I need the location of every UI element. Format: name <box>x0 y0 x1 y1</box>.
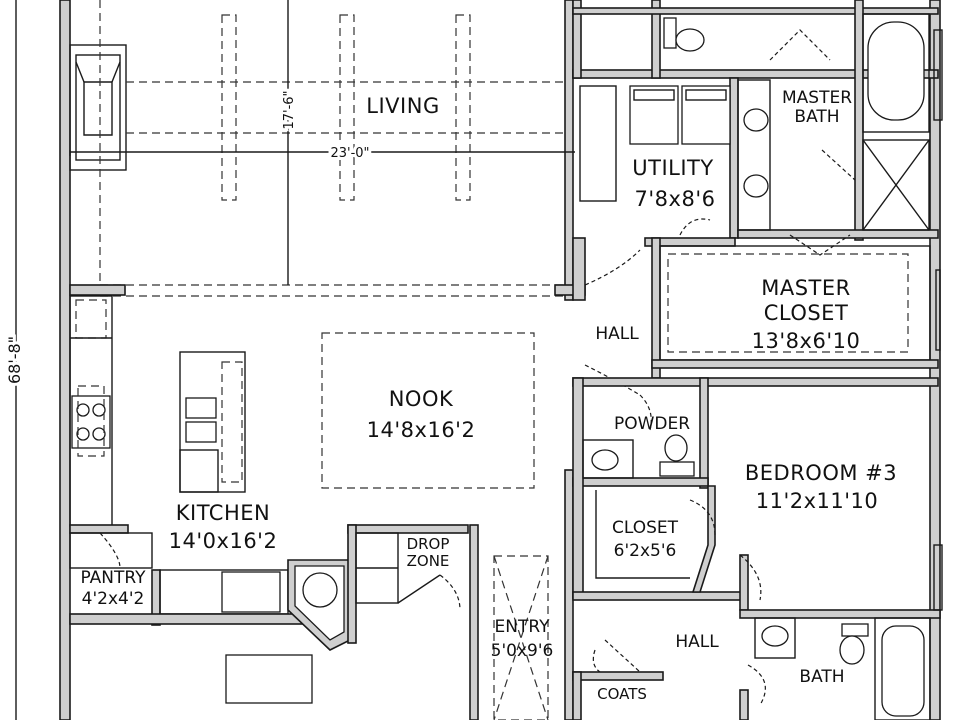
master-tub <box>862 13 930 133</box>
middle-right-walls <box>572 377 941 619</box>
toilet-upper <box>663 17 705 52</box>
label-master-bath-1: MASTER <box>782 88 852 108</box>
label-living: LIVING <box>366 94 439 118</box>
drop-zone-cubbies <box>347 524 469 644</box>
label-hall-lower: HALL <box>675 632 719 652</box>
dim-living-width: 23'-0" <box>330 146 369 161</box>
label-nook: NOOK <box>389 387 454 411</box>
label-bath: BATH <box>799 667 844 687</box>
wall-stubs <box>69 284 586 296</box>
label-master-closet-dims: 13'8x6'10 <box>752 329 861 353</box>
label-master-closet-2: CLOSET <box>764 301 849 325</box>
label-utility: UTILITY <box>632 156 713 180</box>
kitchen-island <box>179 351 246 493</box>
room-labels: LIVING UTILITY 7'8x8'6 MASTER BATH MASTE… <box>80 88 897 703</box>
label-bedroom3: BEDROOM #3 <box>745 461 897 485</box>
label-drop-zone-2: ZONE <box>407 552 450 570</box>
label-master-closet-1: MASTER <box>761 276 851 300</box>
label-kitchen-dims: 14'0x16'2 <box>169 529 278 553</box>
bath-lower <box>739 617 931 720</box>
entry-skylight <box>469 469 574 720</box>
master-bath-doors <box>769 29 856 256</box>
label-bedroom3-dims: 11'2x11'10 <box>756 489 879 513</box>
fireplace <box>69 44 127 171</box>
washer-dryer <box>579 85 731 202</box>
label-powder: POWDER <box>614 414 690 434</box>
label-pantry: PANTRY <box>80 568 146 588</box>
label-drop-zone-1: DROP <box>407 535 450 553</box>
windows <box>933 29 943 611</box>
dim-overall-depth: 68'-8" <box>5 336 24 384</box>
closet-shelf <box>595 490 716 579</box>
label-entry: ENTRY <box>495 617 551 637</box>
upper-right-walls <box>572 0 939 379</box>
label-pantry-dims: 4'2x4'2 <box>82 589 145 609</box>
label-hall-upper: HALL <box>595 324 639 344</box>
dim-living-depth: 17'-6" <box>282 90 297 129</box>
coats-closet <box>572 639 664 720</box>
label-closet: CLOSET <box>612 518 679 538</box>
master-shower <box>862 139 930 231</box>
label-nook-dims: 14'8x16'2 <box>367 418 476 442</box>
water-heater-closet <box>287 559 351 651</box>
living-ceiling-beams <box>99 0 566 297</box>
hall-doors-upper <box>584 218 711 396</box>
master-bath-vanity <box>737 79 771 231</box>
powder-fixtures <box>582 394 695 479</box>
nook-ceiling <box>321 332 535 489</box>
label-utility-dims: 7'8x8'6 <box>635 187 716 211</box>
label-closet-dims: 6'2x5'6 <box>614 541 677 561</box>
label-coats: COATS <box>597 685 647 703</box>
label-kitchen: KITCHEN <box>176 501 271 525</box>
label-entry-dims: 5'0x9'6 <box>491 641 554 661</box>
dimension-lines <box>15 0 575 720</box>
master-closet-shelves <box>651 245 939 369</box>
label-master-bath-2: BATH <box>794 107 839 127</box>
kitchen-cabinets <box>69 295 126 531</box>
